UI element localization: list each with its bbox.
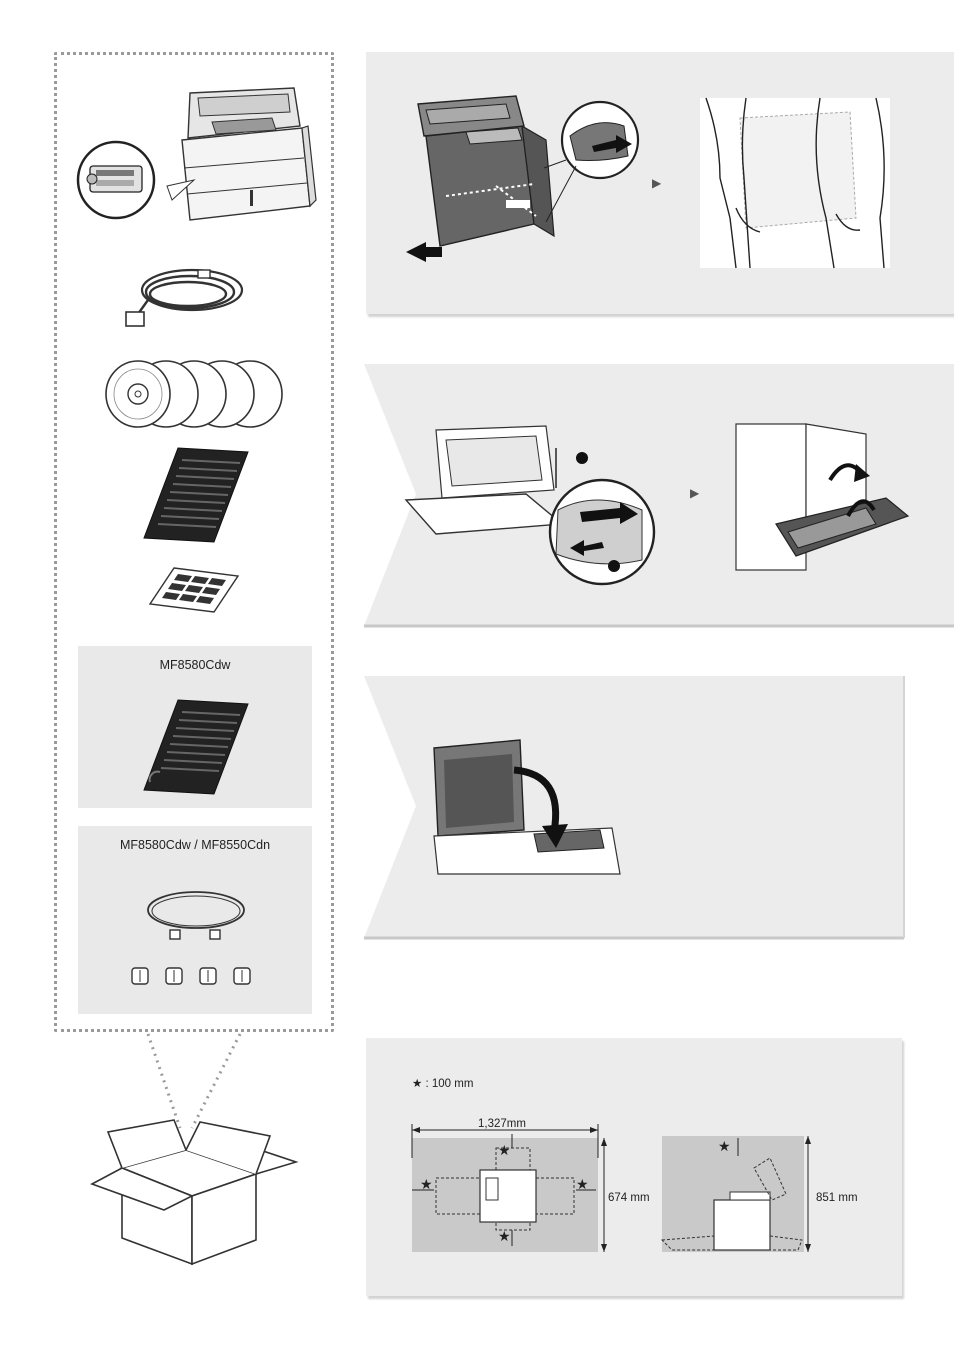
clearance-star-icon: ★ (576, 1176, 589, 1192)
open-side-cover-illustration (735, 423, 910, 571)
clearance-star-icon: ★ (498, 1228, 511, 1244)
ferrite-cores-illustration (131, 967, 251, 985)
height-dimension-line (805, 1136, 811, 1252)
top-view-dimension-lines (411, 1124, 599, 1246)
panel-installation-space: ★ : 100 mm 1,327mm ★ ★ ★ ★ 674 mm ★ (366, 1038, 902, 1296)
package-contents-frame (54, 52, 334, 1032)
depth-dimension-line (601, 1138, 607, 1252)
panel-remove-tape-carry: ▶ (366, 52, 954, 314)
optional-item-caption: MF8580Cdw / MF8550Cdn (119, 838, 271, 852)
open-cover-remove-tape-illustration (404, 425, 656, 586)
depth-dimension-label: 674 mm (608, 1192, 650, 1204)
carrying-printer-illustration (700, 97, 890, 269)
manual-illustration (143, 699, 249, 795)
side-view-printer (660, 1138, 803, 1251)
label-sheet-illustration (148, 567, 240, 613)
next-step-arrow-icon: ▶ (690, 486, 700, 500)
telephone-cable-illustration (147, 891, 245, 940)
clearance-star-icon: ★ (420, 1176, 433, 1192)
optional-item-caption: MF8580Cdw (159, 658, 231, 672)
optional-item-box-mf8580cdw: MF8580Cdw (78, 646, 312, 808)
power-cord-illustration (125, 268, 244, 327)
clearance-legend: ★ : 100 mm (412, 1078, 474, 1090)
clearance-star-icon: ★ (718, 1138, 731, 1154)
clearance-star-icon: ★ (498, 1142, 511, 1158)
width-dimension-label: 1,327mm (478, 1118, 526, 1130)
unpacking-box-illustration (90, 1033, 299, 1266)
height-dimension-label: 851 mm (816, 1192, 858, 1204)
cd-rom-set-illustration (105, 360, 283, 428)
manual-illustration (143, 447, 249, 543)
optional-item-box-mf8580cdw-mf8550cdn: MF8580Cdw / MF8550Cdn (78, 826, 312, 1014)
printer-tape-removal-illustration (406, 95, 640, 262)
next-step-arrow-icon: ▶ (652, 176, 662, 190)
printer-with-toner-illustration (76, 87, 317, 221)
close-feeder-illustration (433, 739, 621, 875)
